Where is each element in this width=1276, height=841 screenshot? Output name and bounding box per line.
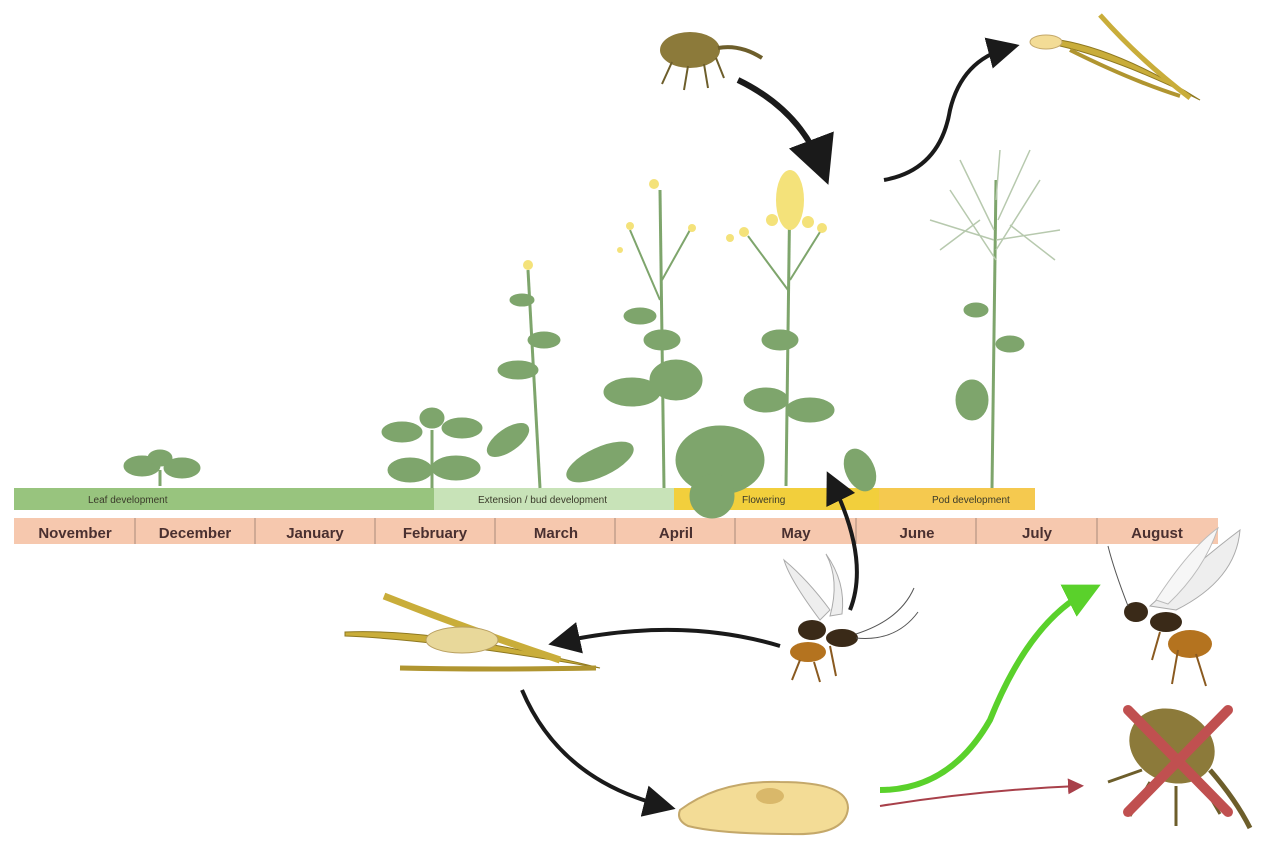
stage-label-pod: Pod development — [932, 495, 1010, 506]
larva-icon — [426, 627, 498, 653]
pod-icon — [345, 596, 600, 669]
stage-label-flowering: Flowering — [742, 495, 785, 506]
month-label-april: April — [659, 525, 693, 542]
rapeseed-plant-icon — [930, 150, 1060, 488]
arrow-weevil-to-plant — [738, 80, 822, 168]
month-label-march: March — [534, 525, 578, 542]
rapeseed-plant-icon — [124, 450, 200, 486]
plant-sequence — [124, 150, 1060, 518]
month-label-august: August — [1131, 525, 1183, 542]
growth-stages: Leaf development Extension / bud develop… — [14, 488, 1035, 510]
month-label-july: July — [1022, 525, 1053, 542]
wasp-icon — [1108, 528, 1240, 686]
month-label-january: January — [286, 525, 344, 542]
larva-icon — [1030, 35, 1062, 49]
stage-label-extension: Extension / bud development — [478, 495, 607, 506]
month-label-june: June — [899, 525, 934, 542]
arrow-wasp-to-pod — [560, 630, 780, 646]
month-label-december: December — [159, 525, 232, 542]
month-timeline: November December January February March… — [14, 518, 1218, 544]
plant-leaf — [690, 474, 734, 518]
rapeseed-plant-icon — [561, 179, 702, 490]
lifecycle-arrows — [522, 48, 1090, 806]
larva-icon — [679, 782, 848, 834]
pod-icon — [1030, 15, 1200, 100]
rapeseed-plant-icon — [382, 408, 482, 488]
stage-bar-leaf — [14, 488, 434, 510]
arrow-plant-to-pod — [884, 48, 1008, 180]
wasp-icon — [784, 554, 918, 682]
arrow-pod-to-larva — [522, 690, 664, 806]
stage-label-leaf: Leaf development — [88, 495, 168, 506]
month-label-november: November — [38, 525, 112, 542]
month-label-may: May — [781, 525, 811, 542]
month-label-february: February — [403, 525, 468, 542]
rapeseed-plant-icon — [482, 260, 560, 488]
